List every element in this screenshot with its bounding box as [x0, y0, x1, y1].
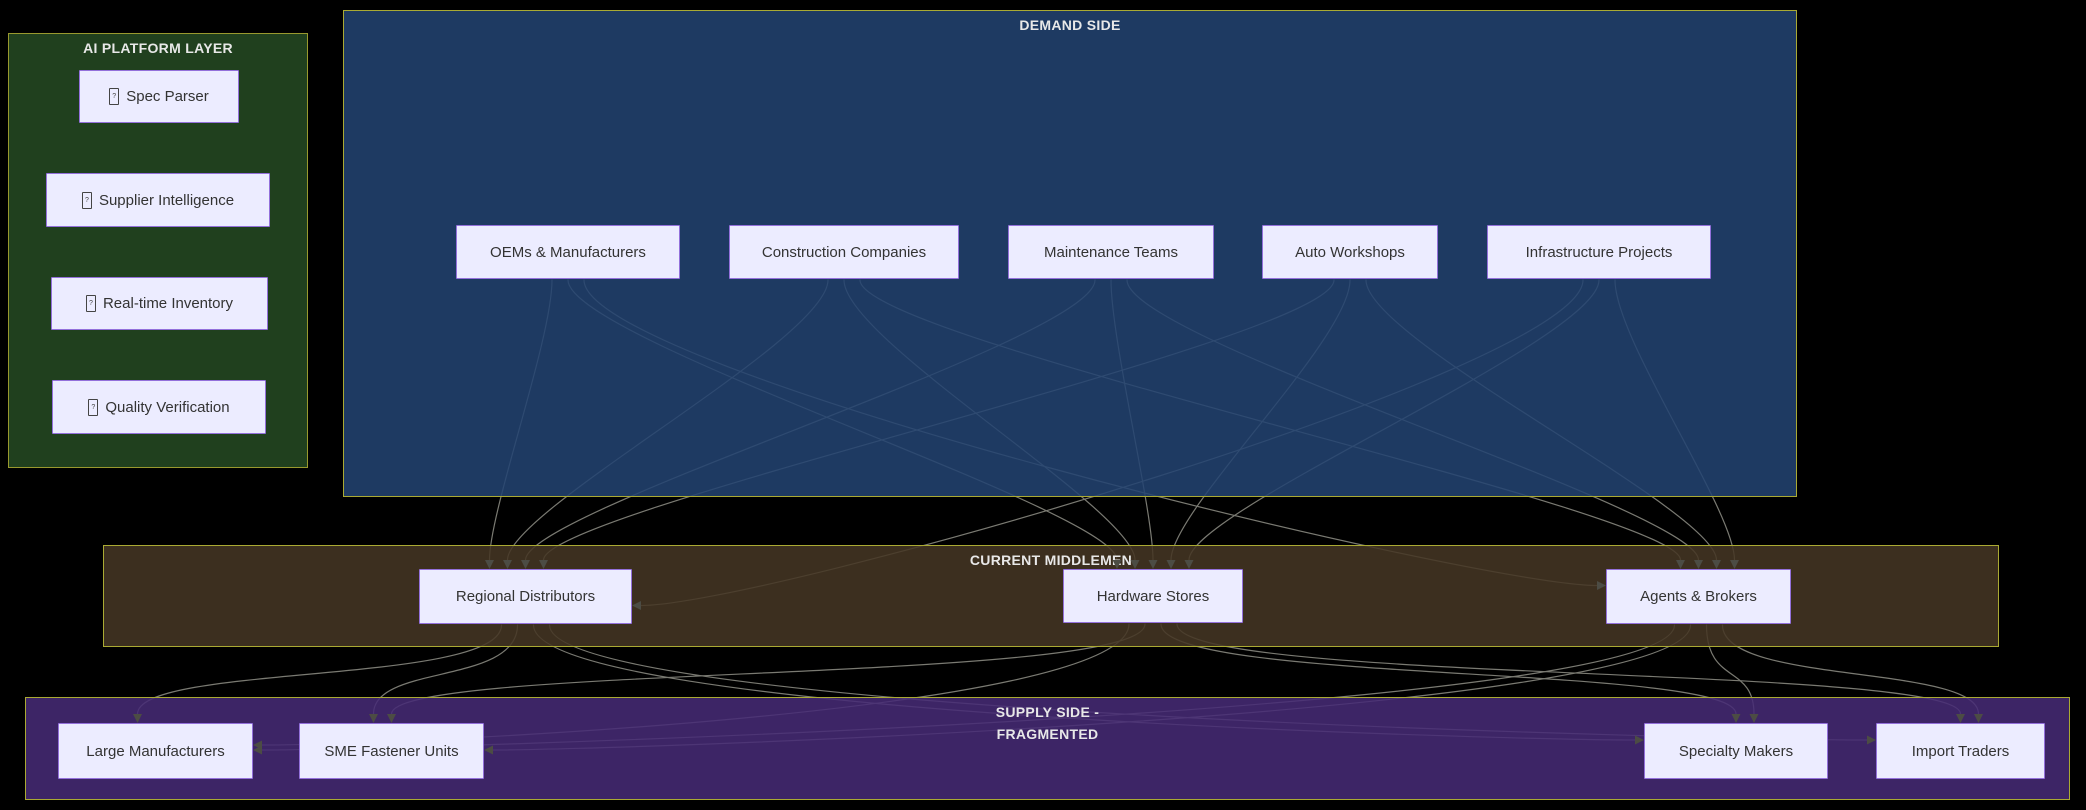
node-label: Specialty Makers — [1678, 742, 1794, 760]
node-label: Construction Companies — [761, 243, 927, 261]
cluster-title-demand-side: DEMAND SIDE — [344, 14, 1796, 36]
cluster-title-line: AI PLATFORM LAYER — [83, 40, 233, 56]
node-realtime-inventory: ? Real-time Inventory — [51, 277, 268, 330]
node-label: SME Fastener Units — [324, 742, 459, 760]
node-import-traders: Import Traders — [1876, 723, 2045, 779]
node-spec-parser: ? Spec Parser — [79, 70, 239, 123]
node-label: OEMs & Manufacturers — [490, 243, 646, 261]
missing-glyph-icon: ? — [109, 88, 120, 105]
cluster-title-current-middlemen: CURRENT MIDDLEMEN — [104, 549, 1998, 571]
node-oems-manufacturers: OEMs & Manufacturers — [456, 225, 680, 279]
node-supplier-intelligence: ? Supplier Intelligence — [46, 173, 270, 227]
missing-glyph-icon: ? — [88, 398, 99, 416]
cluster-current-middlemen: CURRENT MIDDLEMEN Regional Distributors … — [103, 545, 1999, 647]
cluster-title-line: CURRENT MIDDLEMEN — [969, 552, 1133, 568]
node-quality-verification: ? Quality Verification — [52, 380, 266, 434]
node-label: Regional Distributors — [455, 588, 596, 605]
cluster-title-line: SUPPLY SIDE - — [995, 704, 1100, 720]
node-regional-distributors: Regional Distributors — [419, 569, 632, 624]
node-label: Large Manufacturers — [86, 742, 225, 760]
node-infrastructure-projects: Infrastructure Projects — [1487, 225, 1711, 279]
node-label: Hardware Stores — [1096, 587, 1210, 605]
cluster-demand-side: DEMAND SIDE OEMs & Manufacturers Constru… — [343, 10, 1797, 497]
node-large-manufacturers: Large Manufacturers — [58, 723, 253, 779]
node-agents-brokers: Agents & Brokers — [1606, 569, 1791, 624]
cluster-ai-platform-layer: AI PLATFORM LAYER ? Spec Parser ? Suppli… — [8, 33, 308, 468]
cluster-supply-side-fragmented: SUPPLY SIDE - FRAGMENTED Large Manufactu… — [25, 697, 2070, 800]
node-label: Spec Parser — [126, 88, 209, 105]
node-label: Quality Verification — [105, 398, 230, 416]
node-label: Import Traders — [1911, 742, 2010, 760]
node-label: Real-time Inventory — [102, 295, 234, 312]
node-sme-fastener-units: SME Fastener Units — [299, 723, 484, 779]
missing-glyph-icon: ? — [85, 295, 96, 312]
cluster-title-ai-platform-layer: AI PLATFORM LAYER — [9, 37, 307, 59]
node-hardware-stores: Hardware Stores — [1063, 569, 1243, 623]
node-label: Auto Workshops — [1295, 243, 1405, 261]
node-label: Supplier Intelligence — [98, 191, 235, 209]
node-label: Maintenance Teams — [1044, 243, 1178, 261]
cluster-title-line: DEMAND SIDE — [1019, 17, 1121, 33]
node-label: Infrastructure Projects — [1525, 243, 1673, 261]
node-maintenance-teams: Maintenance Teams — [1008, 225, 1214, 279]
node-specialty-makers: Specialty Makers — [1644, 723, 1828, 779]
node-label: Agents & Brokers — [1640, 588, 1757, 605]
missing-glyph-icon: ? — [81, 191, 92, 209]
node-construction-companies: Construction Companies — [729, 225, 959, 279]
node-auto-workshops: Auto Workshops — [1262, 225, 1438, 279]
